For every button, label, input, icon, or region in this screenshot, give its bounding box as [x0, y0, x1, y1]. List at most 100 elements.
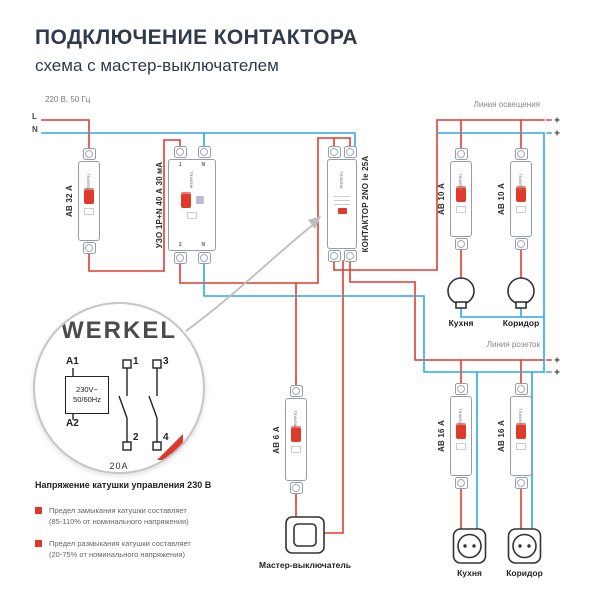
note-item: Предел размыкания катушки составляет (20…: [35, 539, 245, 560]
terminal-screw: [454, 383, 468, 395]
terminal-screw: [343, 146, 357, 158]
terminal-screw: [289, 482, 303, 494]
brand-text: WERKEL: [519, 407, 523, 426]
faceplate-schematic: [72, 359, 162, 451]
breaker-label: АВ 16 А: [497, 419, 506, 453]
bus-continuation-marks: + + + +: [554, 116, 560, 379]
indicator-window: [456, 442, 466, 450]
brand-text: WERKEL: [87, 172, 91, 191]
socket-kitchen-label: Кухня: [457, 568, 482, 578]
brand-text: WERKEL: [340, 170, 344, 189]
lamp-base: [455, 301, 467, 309]
brand-text: WERKEL: [459, 407, 463, 426]
breaker-ab10-corridor: WERKEL АВ 10 А: [497, 148, 532, 250]
contactor-indicator: [337, 208, 347, 214]
brand-text: WERKEL: [294, 409, 298, 428]
terminal-screw: [343, 250, 357, 262]
red-corner-accent: [157, 434, 183, 460]
brand-logo: WERKEL: [61, 317, 177, 344]
plus-mark: +: [554, 368, 560, 379]
socket-icon: [512, 533, 537, 559]
breaker-ab32: WERKEL АВ 32 А: [65, 148, 100, 254]
lamp-icon: [507, 277, 535, 305]
terminal-screw: [197, 252, 211, 264]
breaker-ab10-kitchen: WERKEL АВ 10 А: [437, 148, 472, 250]
indicator-window: [187, 211, 197, 219]
note-subtext: (85-110% от номинального напряжения): [49, 516, 189, 526]
indicator-window: [456, 205, 466, 213]
breaker-label: АВ 16 А: [437, 419, 446, 453]
lamp-base: [515, 301, 527, 309]
note-subtext: (20-75% от номинального напряжения): [49, 549, 185, 559]
supply-rating: 220 В, 50 Гц: [45, 95, 91, 104]
breaker-toggle: [516, 422, 526, 439]
breaker-label: АВ 6 А: [272, 425, 281, 454]
breaker-toggle: [456, 422, 466, 439]
breaker-toggle: [291, 426, 301, 442]
breaker-ab16-corridor: WERKEL АВ 16 А: [497, 383, 532, 489]
phase-wires: [41, 119, 552, 534]
rcd-label: УЗО 1P+N 40 А 30 мА: [155, 161, 164, 249]
terminal-screw: [514, 383, 528, 395]
breaker-label: АВ 10 А: [497, 182, 506, 216]
contactor-label: КОНТАКТОР 2NO Ie 25А: [361, 155, 370, 253]
contact-2: 2: [133, 432, 139, 443]
lamp-corridor-label: Коридор: [502, 318, 540, 328]
brand-text: WERKEL: [519, 172, 523, 191]
coil-voltage: 230V~: [76, 385, 98, 395]
plus-mark: +: [554, 116, 560, 127]
bullet-square: [35, 507, 42, 514]
breaker-toggle: [84, 187, 94, 204]
socket-corridor-label: Коридор: [506, 568, 543, 578]
master-switch-label: Мастер-выключатель: [259, 560, 351, 570]
breaker-ab6-master: WERKEL АВ 6 А: [272, 385, 307, 494]
terminal-screw: [173, 146, 187, 158]
neutral-wires: [41, 132, 552, 530]
coil-frequency: 50/60Hz: [73, 395, 101, 404]
breaker-ab16-kitchen: WERKEL АВ 16 А: [437, 383, 472, 489]
terminal-screw: [82, 242, 96, 254]
lighting-line-label: Линия освещения: [473, 100, 540, 109]
socket-icon: [457, 533, 482, 559]
master-switch-symbol: [285, 516, 325, 554]
coil-rating-box: 230V~ 50/60Hz: [65, 376, 109, 414]
coil-terminal-a1: A1: [66, 356, 79, 367]
breaker-label: АВ 10 А: [437, 182, 446, 216]
notes-block: Напряжение катушки управления 230 В Пред…: [35, 480, 245, 572]
contactor-faceplate: A1 230V~ 50/60Hz A2 1 3 2 4: [63, 356, 183, 460]
plus-mark: +: [554, 129, 560, 140]
rcd-toggle: [180, 191, 191, 208]
breaker-body: WERKEL: [78, 161, 100, 241]
terminal-screw: [454, 238, 468, 250]
sockets-line-label: Линия розеток: [486, 340, 540, 349]
note-text: Предел замыкания катушки составляет: [49, 506, 187, 515]
note-item: Предел замыкания катушки составляет (85-…: [35, 506, 245, 527]
terminal-screw: [327, 146, 341, 158]
terminal-screw: [514, 477, 528, 489]
phase-mark: L: [32, 112, 37, 121]
brand-text: WERKEL: [190, 170, 194, 189]
terminal-screw: [289, 385, 303, 397]
lamp-symbols: [447, 277, 535, 309]
page-title: ПОДКЛЮЧЕНИЕ КОНТАКТОРА: [35, 26, 359, 49]
contactor-body: WERKEL: [327, 159, 357, 249]
breaker-toggle: [456, 185, 466, 202]
terminal-screw: [82, 148, 96, 160]
terminal-screw: [454, 477, 468, 489]
lamp-kitchen-label: Кухня: [448, 318, 474, 328]
page-subtitle: схема с мастер-выключателем: [35, 56, 279, 75]
terminal-screw: [327, 250, 341, 262]
magnifier-detail: WERKEL A1 230V~ 50/60Hz A2 1 3: [33, 302, 205, 474]
socket-symbols: [452, 528, 542, 564]
neutral-mark: N: [32, 125, 38, 134]
note-text: Предел размыкания катушки составляет: [49, 539, 191, 548]
terminal-screw: [454, 148, 468, 160]
contact-3: 3: [163, 356, 169, 367]
test-button: [195, 195, 204, 204]
